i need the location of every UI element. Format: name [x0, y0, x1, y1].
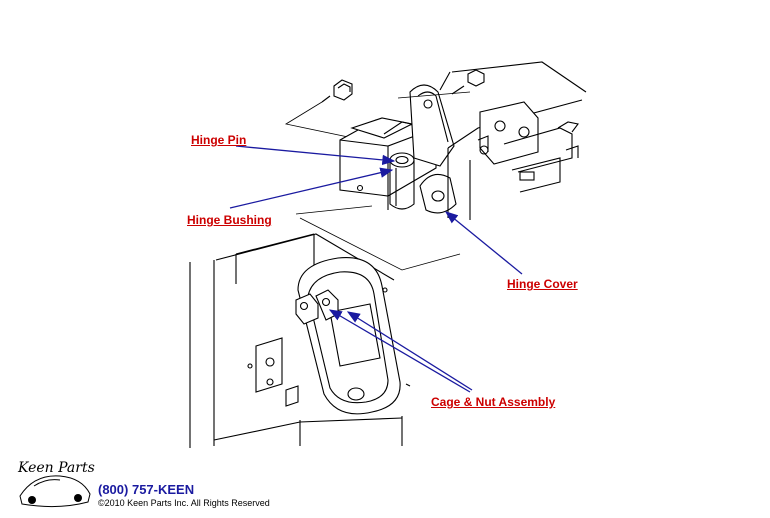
phone-number: (800) 757-KEEN	[98, 482, 195, 497]
arrow-hinge-pin	[235, 145, 396, 166]
lower-pillar-assembly	[189, 233, 411, 448]
mounting-bolt	[321, 79, 353, 103]
callout-hinge-bushing[interactable]: Hinge Bushing	[187, 213, 272, 227]
callout-hinge-pin[interactable]: Hinge Pin	[191, 133, 247, 147]
arrow-cage-nut-1	[328, 309, 471, 393]
callout-hinge-cover[interactable]: Hinge Cover	[507, 277, 578, 291]
upper-hinge-assembly	[284, 61, 587, 271]
svg-text:Keen Parts: Keen Parts	[17, 460, 95, 476]
arrow-cage-nut-2	[346, 311, 473, 391]
callout-arrows	[229, 145, 523, 393]
keen-parts-logo: Keen Parts	[17, 460, 95, 508]
arrow-hinge-cover	[444, 211, 523, 275]
copyright-text: ©2010 Keen Parts Inc. All Rights Reserve…	[98, 498, 270, 508]
arrow-hinge-bushing	[229, 167, 394, 209]
callout-cage-nut-assembly[interactable]: Cage & Nut Assembly	[431, 395, 556, 409]
